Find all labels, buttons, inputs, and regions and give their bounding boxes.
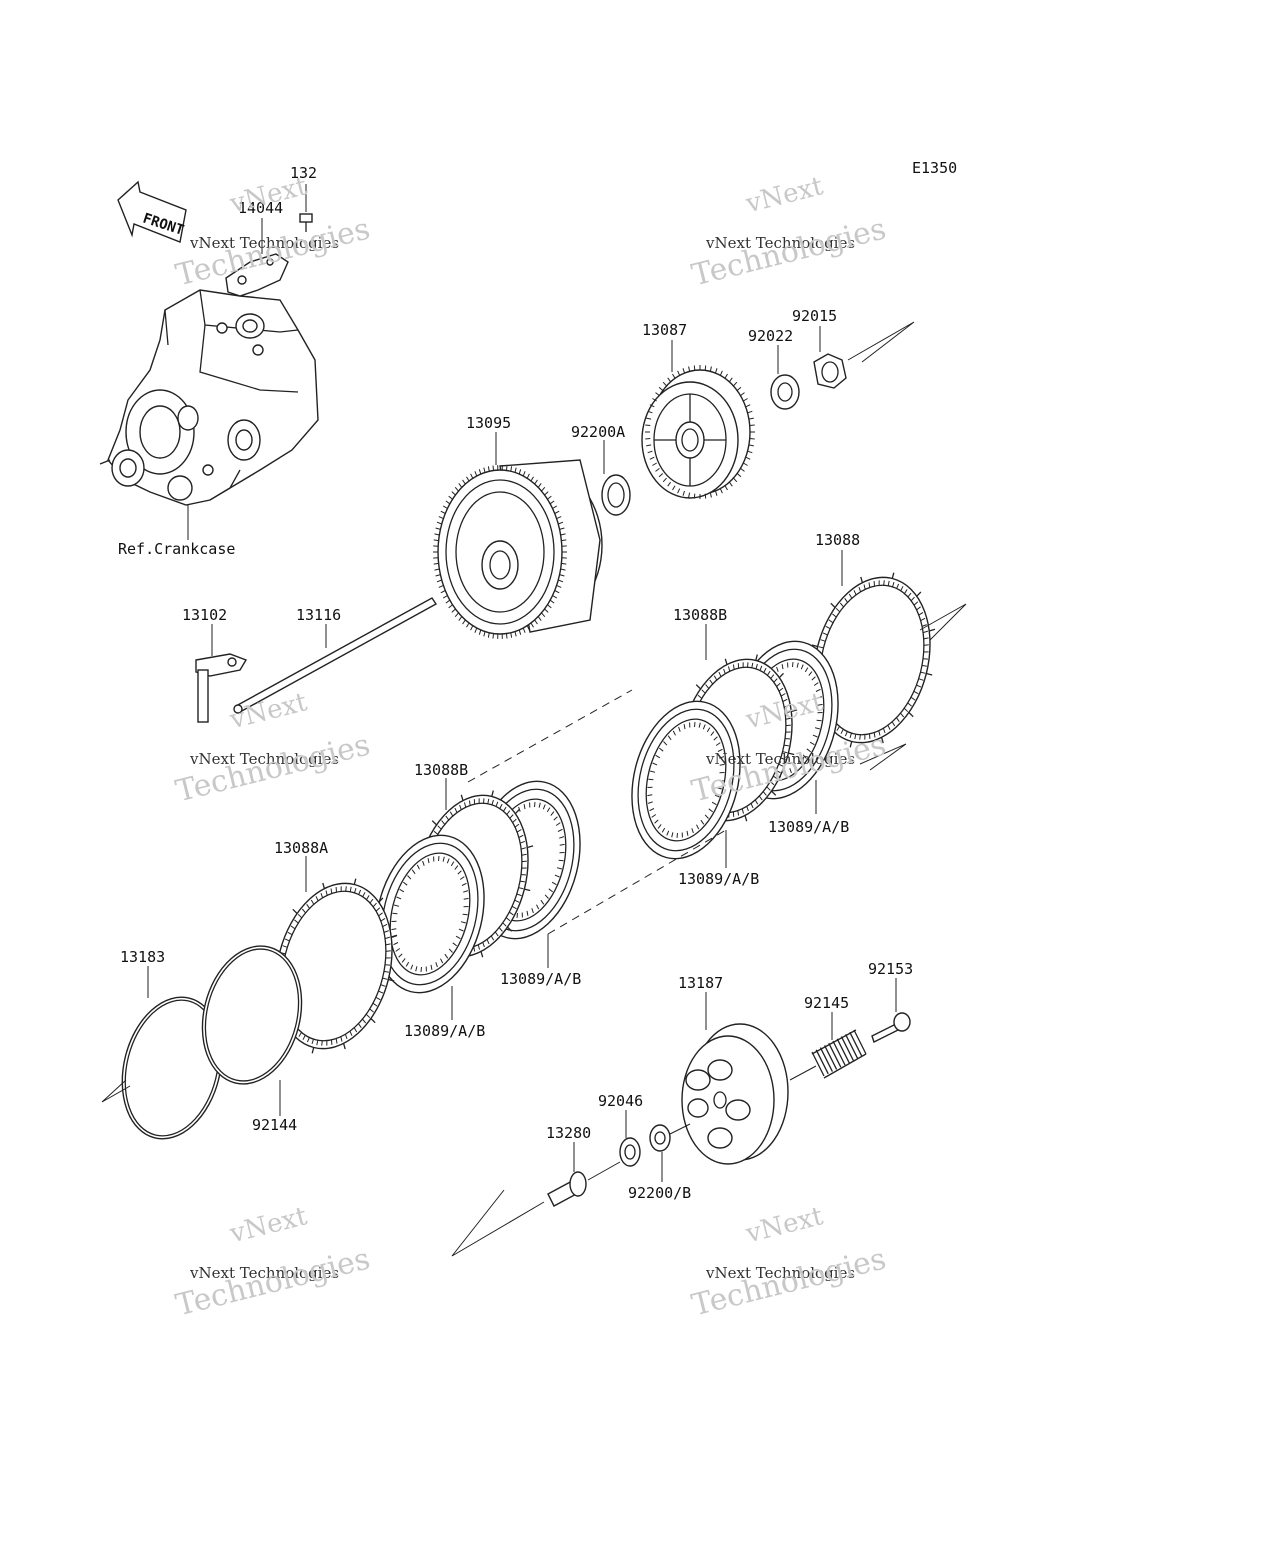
part-92153-bolt xyxy=(871,1012,911,1043)
label-132: 132 xyxy=(290,164,317,182)
label-92200b: 92200/B xyxy=(628,1184,691,1202)
watermark-line: vNext Technologies xyxy=(705,750,855,768)
label-13089ab-lower-left: 13089/A/B xyxy=(404,1022,485,1040)
label-14044: 14044 xyxy=(238,199,283,217)
label-13089ab-upper-left: 13089/A/B xyxy=(678,870,759,888)
part-14044-plate xyxy=(225,253,289,297)
part-13187-pressure-plate xyxy=(681,1023,789,1165)
label-13183: 13183 xyxy=(120,948,165,966)
label-92145: 92145 xyxy=(804,994,849,1012)
watermark: vNext vNext Technologies Technologies xyxy=(688,171,889,293)
label-13095: 13095 xyxy=(466,414,511,432)
watermark: vNext vNext Technologies Technologies xyxy=(688,1201,889,1323)
part-13280-spacer xyxy=(547,1171,587,1207)
watermark-line: vNext Technologies xyxy=(705,1264,855,1282)
label-13088a: 13088A xyxy=(274,839,328,857)
watermark: vNext vNext Technologies Technologies xyxy=(172,1201,373,1323)
part-13095-housing xyxy=(433,459,603,639)
part-13116-pushrod xyxy=(233,597,438,714)
watermark-big: Technologies xyxy=(172,727,373,809)
part-92145-spring xyxy=(811,1029,867,1079)
watermark-brand: vNext xyxy=(742,1201,826,1249)
label-92200a: 92200A xyxy=(571,423,625,441)
front-arrow-icon: FRONT xyxy=(117,180,187,243)
watermark-brand: vNext xyxy=(742,171,826,219)
crankcase-drawing xyxy=(99,289,319,506)
label-13116: 13116 xyxy=(296,606,341,624)
plate-13089-upper-left xyxy=(631,700,741,860)
watermark-big: Technologies xyxy=(172,1241,373,1323)
part-13087-hub xyxy=(641,365,755,499)
diagram-code: E1350 xyxy=(912,159,957,177)
label-13088b-upper: 13088B xyxy=(673,606,727,624)
watermark-line: vNext Technologies xyxy=(705,234,855,252)
label-92144: 92144 xyxy=(252,1116,297,1134)
watermark-line: vNext Technologies xyxy=(189,750,339,768)
part-92200a-spacer xyxy=(601,474,631,516)
label-13280: 13280 xyxy=(546,1124,591,1142)
label-13187: 13187 xyxy=(678,974,723,992)
label-92022: 92022 xyxy=(748,327,793,345)
watermark-big: Technologies xyxy=(688,1241,889,1323)
watermark-brand: vNext xyxy=(226,1201,310,1249)
part-92046-bearing xyxy=(619,1137,641,1167)
watermark-line: vNext Technologies xyxy=(189,234,339,252)
label-92153: 92153 xyxy=(868,960,913,978)
watermark-line: vNext Technologies xyxy=(189,1264,339,1282)
label-13089ab-lower-right: 13089/A/B xyxy=(500,970,581,988)
part-13102-lever xyxy=(195,653,248,723)
part-92022-washer xyxy=(770,374,800,410)
label-13089ab-upper-right: 13089/A/B xyxy=(768,818,849,836)
ref-crankcase-label: Ref.Crankcase xyxy=(118,540,235,558)
part-92015-nut xyxy=(813,353,847,389)
watermark-big: Technologies xyxy=(688,211,889,293)
part-92200b-washer xyxy=(649,1124,671,1152)
label-13088b-lower: 13088B xyxy=(414,761,468,779)
label-13088: 13088 xyxy=(815,531,860,549)
clutch-plates-group xyxy=(270,572,936,1054)
label-13102: 13102 xyxy=(182,606,227,624)
label-92015: 92015 xyxy=(792,307,837,325)
plate-13088 xyxy=(808,572,936,748)
label-92046: 92046 xyxy=(598,1092,643,1110)
part-13183-ring xyxy=(121,996,223,1140)
label-13087: 13087 xyxy=(642,321,687,339)
part-92144-ring xyxy=(201,945,303,1085)
part-132-bolt xyxy=(299,213,313,232)
